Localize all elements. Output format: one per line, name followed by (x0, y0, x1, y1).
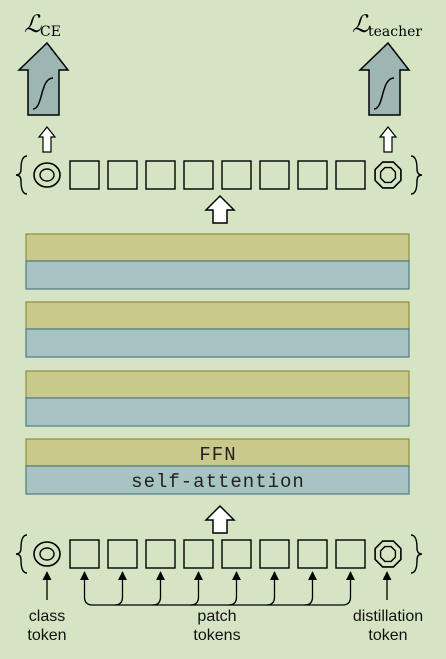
patch-token (335, 539, 366, 569)
class-output-arrow (37, 126, 57, 153)
patch-token (221, 539, 252, 569)
ce-loss-head: ℒ CE (17, 10, 70, 116)
right-brace (410, 534, 423, 574)
distillation-token-label-line2: token (368, 627, 407, 644)
output-token-row (15, 155, 423, 195)
ffn-layer (25, 233, 410, 262)
patch-token-arrow (304, 571, 318, 606)
patch-token (69, 539, 100, 569)
distillation-token-label-line1: distillation (353, 608, 423, 625)
patch-token (259, 160, 290, 190)
patch-token (183, 539, 214, 569)
patch-token (297, 160, 328, 190)
teacher-head-arrow (358, 41, 411, 116)
self-attention-layer (25, 397, 410, 427)
octagon-icon (374, 161, 402, 189)
teacher-loss-symbol: ℒ (352, 10, 370, 38)
octagon-inner (379, 166, 397, 184)
patch-token (335, 160, 366, 190)
patch-bracket (83, 596, 352, 606)
patch-token-arrow (266, 571, 280, 606)
patch-token (69, 160, 100, 190)
teacher-loss-head: ℒ teacher (352, 10, 422, 116)
patch-token (297, 539, 328, 569)
ffn-label: FFN (199, 444, 236, 466)
class-token-label-line1: class (29, 608, 65, 625)
patch-token-arrow (190, 571, 204, 606)
octagon-icon (374, 540, 402, 568)
patch-token (221, 160, 252, 190)
right-brace (410, 155, 423, 195)
patch-token-arrow (152, 571, 166, 606)
ffn-layer (25, 301, 410, 330)
patch-token (107, 539, 138, 569)
double-circle-icon (33, 541, 61, 567)
teacher-loss-subscript: teacher (368, 24, 422, 40)
patch-token (183, 160, 214, 190)
self-attention-layer (25, 328, 410, 358)
ce-head-arrow (17, 41, 70, 116)
self-attention-label: self-attention (131, 471, 305, 493)
self-attention-layer (25, 465, 410, 495)
patch-token (107, 160, 138, 190)
patch-tokens-label-line2: tokens (193, 627, 240, 644)
transformer-blocks (25, 233, 410, 495)
output-hollow-arrow (204, 194, 236, 224)
double-circle-inner (39, 168, 55, 182)
ffn-layer (25, 370, 410, 399)
sigmoid-curve-icon (32, 77, 54, 110)
patch-tokens-label-line1: patch (197, 608, 236, 625)
patch-token (259, 539, 290, 569)
self-attention-layer (25, 260, 410, 290)
double-circle-inner (39, 547, 55, 561)
patch-token-arrow (114, 571, 128, 606)
sigmoid-curve-icon (373, 77, 395, 110)
patch-token-arrow (228, 571, 242, 606)
patch-token (145, 160, 176, 190)
double-circle-icon (33, 162, 61, 188)
patch-token (145, 539, 176, 569)
distillation-output-arrow (378, 126, 398, 153)
token-arrows (42, 571, 392, 606)
input-token-row (15, 534, 423, 574)
left-brace (15, 534, 28, 574)
octagon-inner (379, 545, 397, 563)
input-hollow-arrow (204, 504, 236, 534)
ffn-layer (25, 438, 410, 467)
ce-loss-subscript: CE (40, 24, 61, 40)
ce-loss-symbol: ℒ (24, 10, 42, 38)
left-brace (15, 155, 28, 195)
class-token-label-line2: token (27, 627, 66, 644)
